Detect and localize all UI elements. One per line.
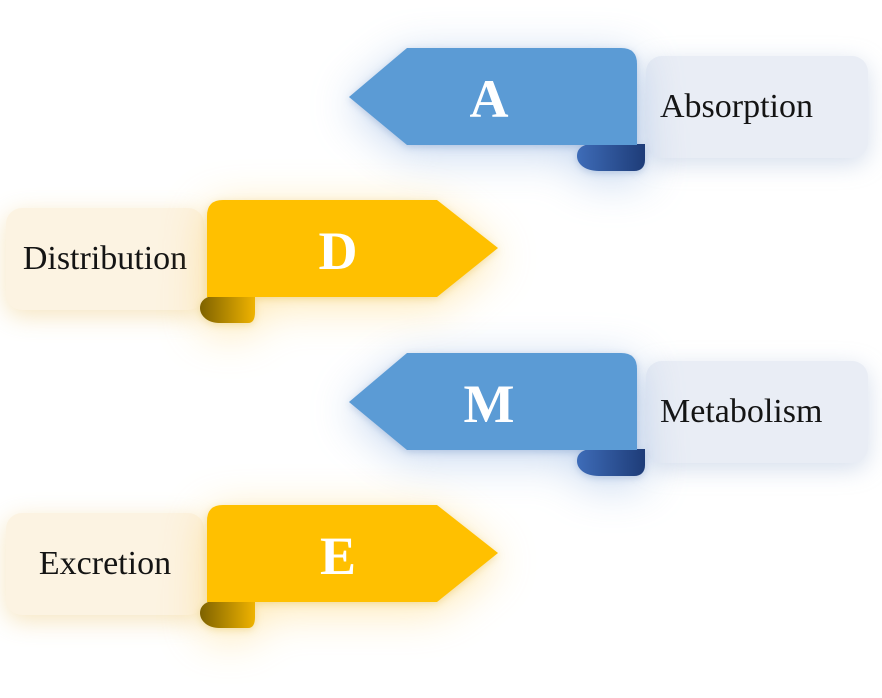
page-curl-icon bbox=[200, 601, 255, 628]
left-arrow-icon bbox=[349, 353, 637, 450]
ribbon-arrow-metabolism: M bbox=[349, 353, 645, 476]
right-arrow-icon bbox=[207, 505, 498, 602]
ribbon-letter-m: M bbox=[464, 374, 515, 434]
ribbon-letter-a: A bbox=[470, 69, 509, 129]
page-curl-icon bbox=[577, 144, 645, 171]
label-metabolism: Metabolism bbox=[660, 393, 823, 430]
page-curl-icon bbox=[577, 449, 645, 476]
label-absorption: Absorption bbox=[660, 88, 813, 125]
label-excretion: Excretion bbox=[38, 545, 172, 582]
label-box-metabolism: Metabolism bbox=[646, 361, 868, 463]
page-curl-icon bbox=[200, 296, 255, 323]
ribbon-arrow-distribution: D bbox=[200, 200, 498, 323]
left-arrow-icon bbox=[349, 48, 637, 145]
ribbon-arrow-excretion: E bbox=[200, 505, 498, 628]
ribbon-arrow-absorption: A bbox=[349, 48, 645, 171]
right-arrow-icon bbox=[207, 200, 498, 297]
label-box-absorption: Absorption bbox=[646, 56, 868, 158]
label-box-distribution: Distribution bbox=[6, 208, 204, 310]
ribbon-letter-d: D bbox=[319, 221, 358, 281]
ribbon-letter-e: E bbox=[320, 526, 356, 586]
label-box-excretion: Excretion bbox=[6, 513, 204, 615]
label-distribution: Distribution bbox=[22, 240, 188, 277]
